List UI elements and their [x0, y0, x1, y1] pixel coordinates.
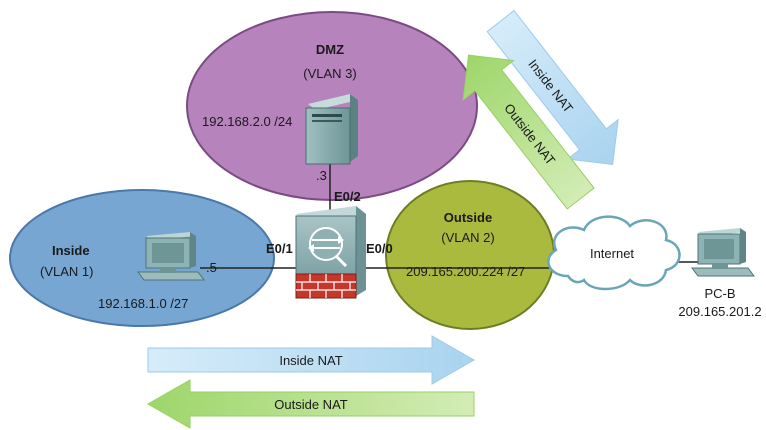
outside-title: Outside: [444, 210, 492, 225]
outside-subnet: 209.165.200.224 /27: [406, 264, 525, 279]
outside-zone: [385, 180, 555, 330]
inside-zone: [9, 189, 275, 327]
dmz-server-icon: [305, 94, 358, 165]
pc-b-ip: 209.165.201.2: [678, 304, 761, 319]
outside-vlan: (VLAN 2): [441, 230, 494, 245]
dmz-subnet: 192.168.2.0 /24: [202, 114, 292, 129]
bottom-inside-nat-label: Inside NAT: [279, 353, 342, 368]
pc-b-icon: [691, 228, 755, 277]
inside-pc-icon: [137, 232, 205, 281]
inside-vlan: (VLAN 1): [40, 264, 93, 279]
dmz-vlan: (VLAN 3): [303, 66, 356, 81]
dmz-title: DMZ: [316, 42, 344, 57]
dmz-host-octet: .3: [316, 168, 327, 183]
inside-subnet: 192.168.1.0 /27: [98, 296, 188, 311]
bottom-inside-nat-arrow: [147, 335, 476, 385]
interface-e01: E0/1: [266, 241, 293, 256]
bottom-outside-nat-label: Outside NAT: [274, 397, 348, 412]
bottom-outside-nat-arrow: [146, 379, 475, 429]
pc-b-name: PC-B: [704, 286, 735, 301]
interface-e00: E0/0: [366, 241, 393, 256]
internet-cloud-icon: [547, 215, 681, 291]
inside-host-octet: .5: [206, 260, 217, 275]
firewall-icon: [295, 206, 366, 299]
internet-label: Internet: [590, 246, 634, 261]
inside-title: Inside: [52, 243, 90, 258]
interface-e02: E0/2: [334, 189, 361, 204]
